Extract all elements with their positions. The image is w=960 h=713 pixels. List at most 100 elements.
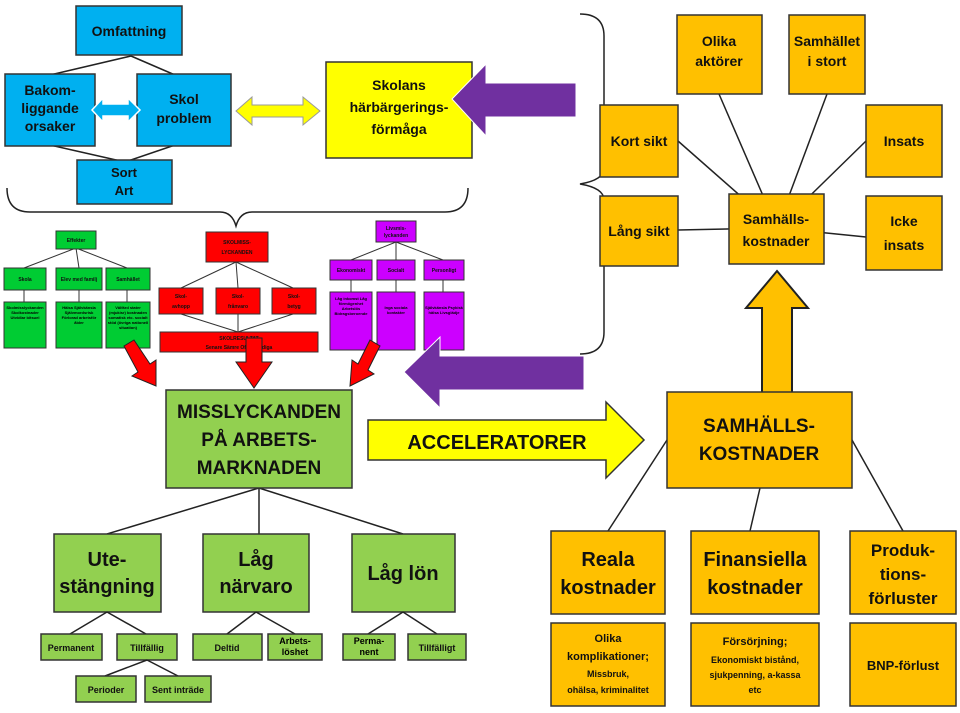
misslyckanden-line-3: MARKNADEN: [197, 458, 322, 479]
misslyckanden-box: [165, 389, 353, 489]
reala-line-1: Reala: [581, 549, 635, 571]
brace-vertical: [579, 13, 605, 355]
red-col2-line-1: Skol-: [232, 294, 245, 300]
sort-art-box: [76, 159, 173, 205]
brace-horizontal: [6, 187, 469, 229]
bakom-line-2: liggande: [21, 100, 79, 116]
skolproblem-line-2: problem: [156, 110, 211, 126]
reala-detail-line-2: komplikationer;: [567, 651, 649, 663]
arbetsloshet-box: [267, 633, 323, 661]
produktion-line-3: förluster: [869, 589, 938, 608]
insats-label: Insats: [884, 133, 925, 149]
red-bottom-row: Senare Sämre Ofullständiga: [206, 345, 273, 351]
magenta-col1-title: Ekonomiskt: [337, 268, 366, 274]
double-arrow-yellow: [235, 95, 321, 127]
blue-cluster: Omfattning Bakom- liggande orsaker Skol …: [4, 5, 232, 205]
harbargering-line-1: Skolans: [372, 77, 426, 93]
lag-narvaro-line-1: Låg: [238, 548, 274, 571]
kort-sikt-label: Kort sikt: [611, 133, 668, 149]
orange-up-arrow: [743, 269, 811, 405]
tillfallig-box: [116, 633, 178, 661]
samhallskostnader-main-line-2: KOSTNADER: [699, 444, 820, 465]
sort-label: Sort: [111, 165, 138, 180]
samhallet-line-2: i stort: [808, 53, 847, 69]
tillfalligt-label: Tillfälligt: [419, 643, 456, 653]
reala-detail-line-1: Olika: [595, 633, 623, 645]
red-arrow-center: [235, 337, 273, 389]
produktion-line-2: tions-: [880, 565, 926, 584]
kort-sikt-box: [599, 104, 679, 178]
bnp-forlust-box: [849, 622, 957, 707]
red-top-line-2: LYCKANDEN: [222, 250, 253, 256]
olika-aktorer-box: [676, 14, 763, 95]
red-col1-line-2: avhopp: [172, 304, 190, 310]
omfattning-box: [75, 5, 183, 56]
perioder-box: [75, 675, 137, 703]
misslyckanden-line-1: MISSLYCKANDEN: [177, 402, 341, 423]
green-col3-title: Samhället: [116, 277, 140, 283]
icke-insats-line-2: insats: [884, 237, 925, 253]
reala-detail-line-4: ohälsa, kriminalitet: [567, 685, 649, 695]
reala-detail-box: [550, 622, 666, 707]
samhallskostnader-center-line-2: kostnader: [743, 233, 810, 249]
mini-red-chart: SKOLMISS- LYCKANDEN Skol- avhopp Skol- f…: [158, 231, 319, 353]
purple-arrow-top: [451, 62, 577, 138]
permanent2-label: Perma- nent: [353, 636, 385, 657]
samhallskostnader-center-box: [728, 193, 825, 265]
red-arrow-left: [123, 339, 157, 387]
lag-narvaro-box: [202, 533, 310, 613]
samhallskostnader-main-box: [666, 391, 853, 489]
green-col1-body: Skolmisslyckanden Skolkostnader Utvidlar…: [6, 305, 44, 320]
red-col3-line-2: betyg: [287, 304, 300, 310]
utestangning-box: [53, 533, 162, 613]
tillfalligt-box: [407, 633, 467, 661]
accelerator-label: ACCELERATORER: [407, 432, 587, 454]
green-col2-title: Elev med familj: [61, 277, 98, 283]
accelerator-arrow: [367, 400, 646, 480]
perioder-label: Perioder: [88, 685, 125, 695]
sent-intrade-box: [144, 675, 212, 703]
magenta-col3-body: Självkänsla Psykisk hälsa Livsglädje: [425, 305, 463, 315]
finansiella-detail-line-1: Försörjning;: [723, 636, 788, 648]
finansiella-line-2: kostnader: [707, 577, 803, 599]
art-label: Art: [115, 183, 134, 198]
magenta-col1-body: Låg inkomst Låg förmögenhet Arbetslös Bi…: [334, 296, 368, 316]
finansiella-line-1: Finansiella: [703, 549, 807, 571]
lag-lon-label: Låg lön: [367, 562, 438, 585]
samhallskostnader-main-line-1: SAMHÄLLS-: [703, 416, 815, 437]
green-top-label: Effekter: [67, 238, 86, 244]
labor-market-tree: MISSLYCKANDEN PÅ ARBETS- MARKNADEN Ute- …: [40, 389, 467, 703]
lag-lon-box: [351, 533, 456, 613]
red-col3-line-1: Skol-: [288, 294, 301, 300]
arbetsloshet-label: Arbets- löshet: [279, 636, 311, 657]
permanent2-box: [342, 633, 396, 661]
purple-arrow-middle: [403, 335, 585, 410]
bakom-liggande-box: [4, 73, 96, 147]
utestangning-line-1: Ute-: [88, 549, 127, 571]
samhallet-box: [788, 14, 866, 95]
bnp-forlust-label: BNP-förlust: [867, 658, 940, 673]
finansiella-kostnader-box: [690, 530, 820, 615]
produktionsforluster-box: [849, 530, 957, 615]
magenta-col2-body: Inga sociala kontakter: [384, 305, 408, 315]
red-arrow-right: [349, 339, 381, 387]
misslyckanden-line-2: PÅ ARBETS-: [201, 430, 316, 451]
green-col1-title: Skola: [18, 277, 32, 283]
samhallskostnader-center-line-1: Samhälls-: [743, 211, 809, 227]
magenta-col2-title: Socialt: [388, 268, 405, 274]
bakom-line-3: orsaker: [25, 118, 76, 134]
reala-kostnader-box: [550, 530, 666, 615]
mini-green-chart: Effekter Skola Elev med familj Samhället…: [3, 230, 151, 349]
permanent-label: Permanent: [48, 643, 95, 653]
magenta-top-line-2: lyckanden: [384, 233, 408, 239]
lang-sikt-box: [599, 195, 679, 267]
finansiella-detail-line-3: sjukpenning, a-kassa: [709, 670, 801, 680]
icke-insats-line-1: Icke: [890, 213, 917, 229]
green-col3-body: Välfärd stater (mjukisr) kostnaden somat…: [107, 305, 149, 330]
red-col1-line-1: Skol-: [175, 294, 188, 300]
omfattning-label: Omfattning: [92, 23, 167, 39]
tillfallig-label: Tillfällig: [130, 643, 164, 653]
samhallet-line-1: Samhället: [794, 33, 860, 49]
magenta-col3-title: Personligt: [432, 268, 457, 274]
